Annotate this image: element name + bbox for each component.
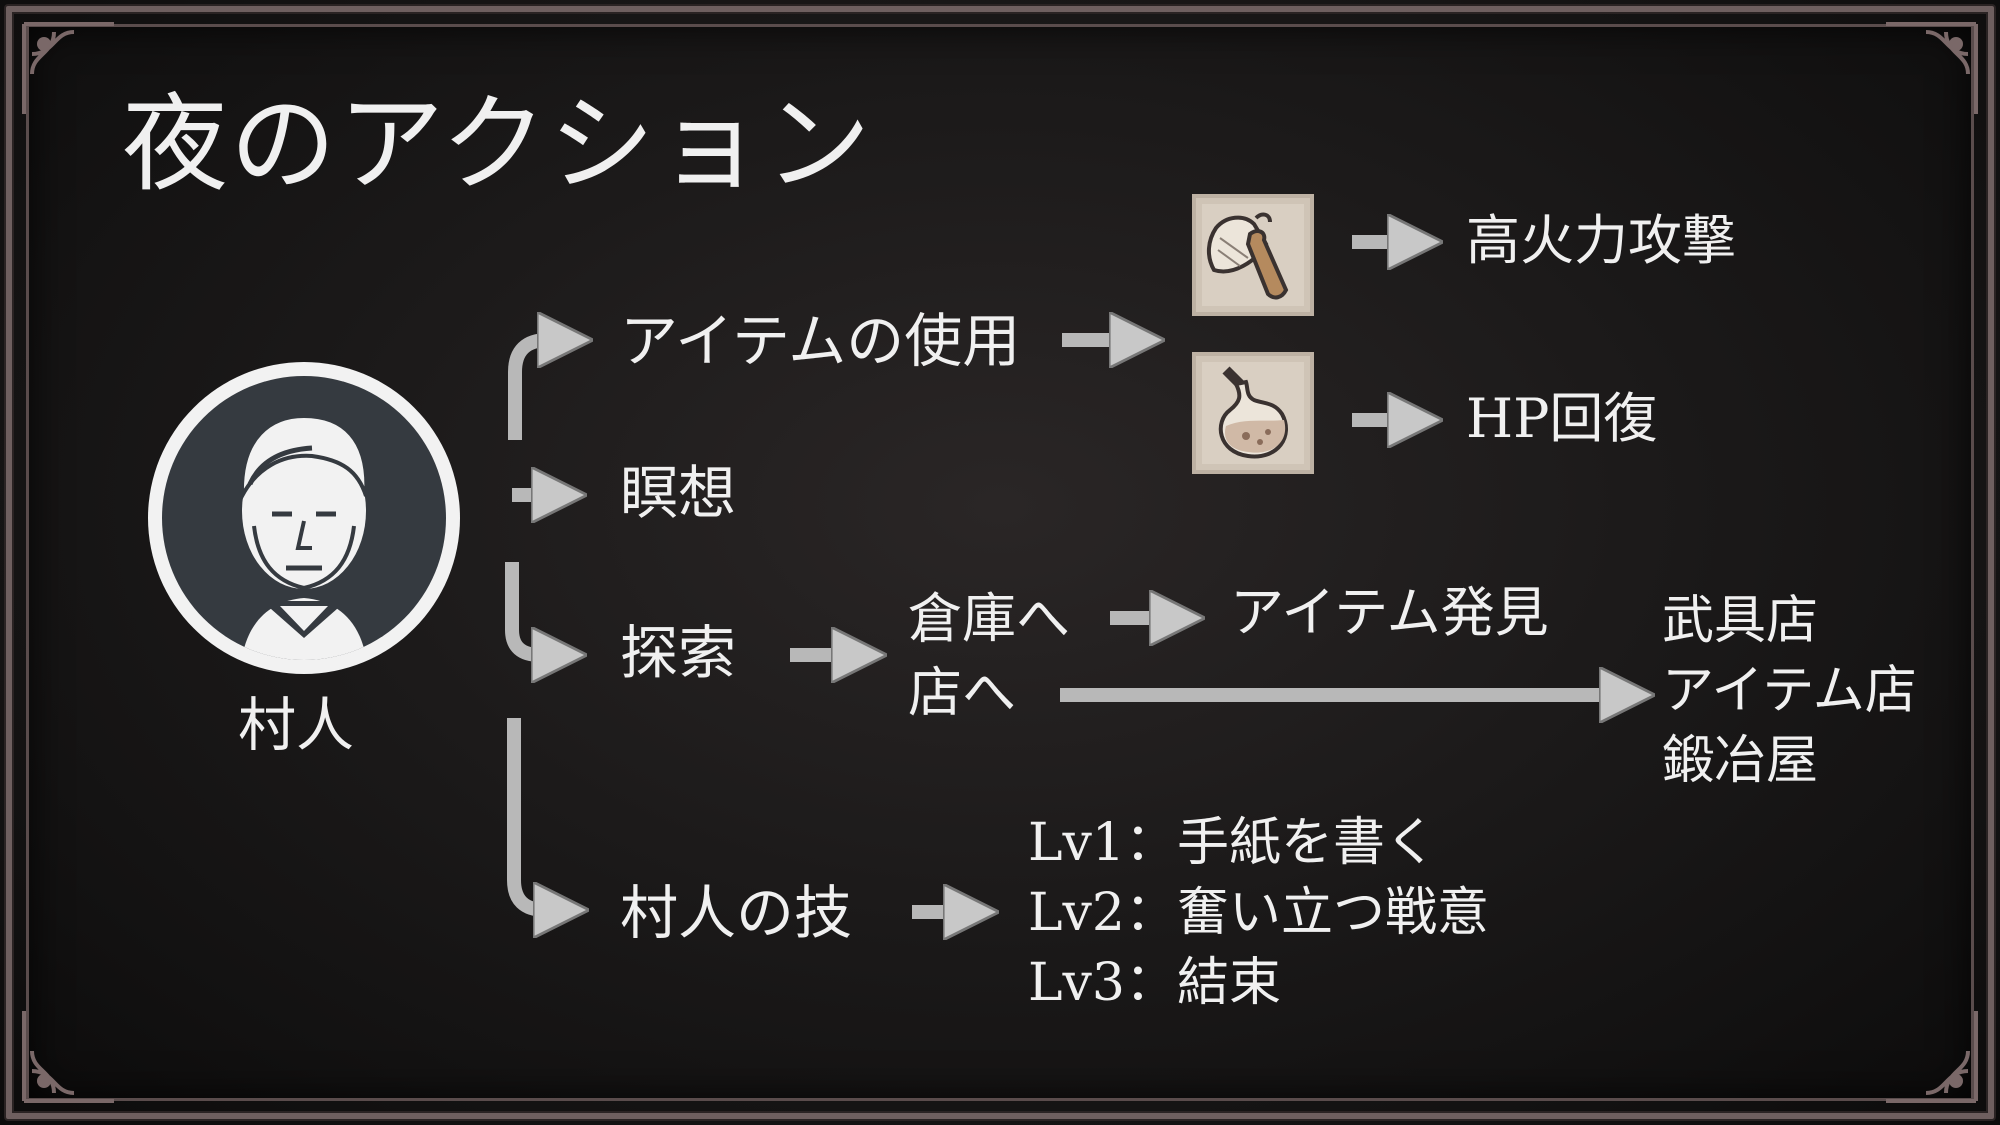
- arrow-to-skill: [507, 718, 564, 910]
- branch-explore: 探索: [620, 619, 737, 687]
- shop-item: アイテム店: [1662, 661, 1917, 721]
- skill-lv2: Lv2：奮い立つ戦意: [1028, 883, 1489, 943]
- skill-lv1: Lv1：手紙を書く: [1028, 813, 1437, 873]
- axe-icon-box: [1192, 194, 1314, 316]
- skill-lv3: Lv3：結束: [1028, 953, 1281, 1013]
- branch-meditate: 瞑想: [620, 459, 737, 527]
- skill-list: Lv1：手紙を書く Lv2：奮い立つ戦意 Lv3：結束: [1028, 808, 1489, 1018]
- arrow-to-item-use: [508, 340, 568, 440]
- corner-ornament-icon: [1886, 22, 1978, 114]
- corner-ornament-icon: [1886, 1011, 1978, 1103]
- inner-frame: [26, 24, 1974, 1101]
- villager-avatar: [148, 362, 460, 674]
- potion-icon: [1218, 366, 1288, 459]
- root-label: 村人: [238, 691, 355, 759]
- explore-warehouse: 倉庫へ: [908, 587, 1070, 650]
- axe-icon: [1207, 212, 1289, 300]
- corner-ornament-icon: [22, 22, 114, 114]
- result-heal: HP回復: [1466, 387, 1658, 450]
- item-found: アイテム発見: [1230, 581, 1549, 644]
- explore-shop: 店へ: [908, 661, 1016, 724]
- result-attack: 高火力攻撃: [1466, 209, 1736, 272]
- corner-ornament-icon: [22, 1011, 114, 1103]
- potion-icon-box: [1192, 352, 1314, 474]
- page-title: 夜のアクション: [122, 83, 873, 206]
- branch-skill: 村人の技: [620, 879, 853, 947]
- shop-list: 武具店 アイテム店 鍛冶屋: [1662, 586, 1917, 796]
- shop-armor: 武具店: [1662, 591, 1819, 651]
- shop-smith: 鍛冶屋: [1662, 731, 1819, 791]
- branch-item-use: アイテムの使用: [620, 307, 1021, 375]
- villager-portrait-icon: [239, 413, 369, 660]
- arrow-to-explore: [505, 562, 562, 655]
- ornate-frame: [6, 6, 1994, 1119]
